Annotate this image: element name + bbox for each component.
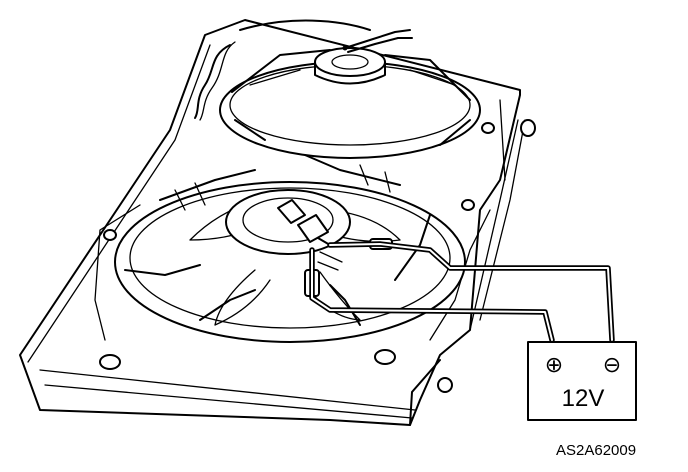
upper-fan-motor (314, 45, 386, 85)
negative-test-lead (309, 247, 555, 343)
battery-negative-terminal: ⊖ (603, 352, 621, 377)
lower-fan (114, 154, 466, 343)
battery (527, 341, 637, 421)
battery-voltage-label: 12V (562, 385, 605, 412)
upper-fan-harness (194, 19, 413, 121)
figure-code: AS2A62009 (556, 442, 636, 459)
mounting-bolts (99, 119, 536, 393)
battery-positive-terminal: ⊕ (545, 352, 563, 377)
positive-test-lead (327, 241, 615, 343)
